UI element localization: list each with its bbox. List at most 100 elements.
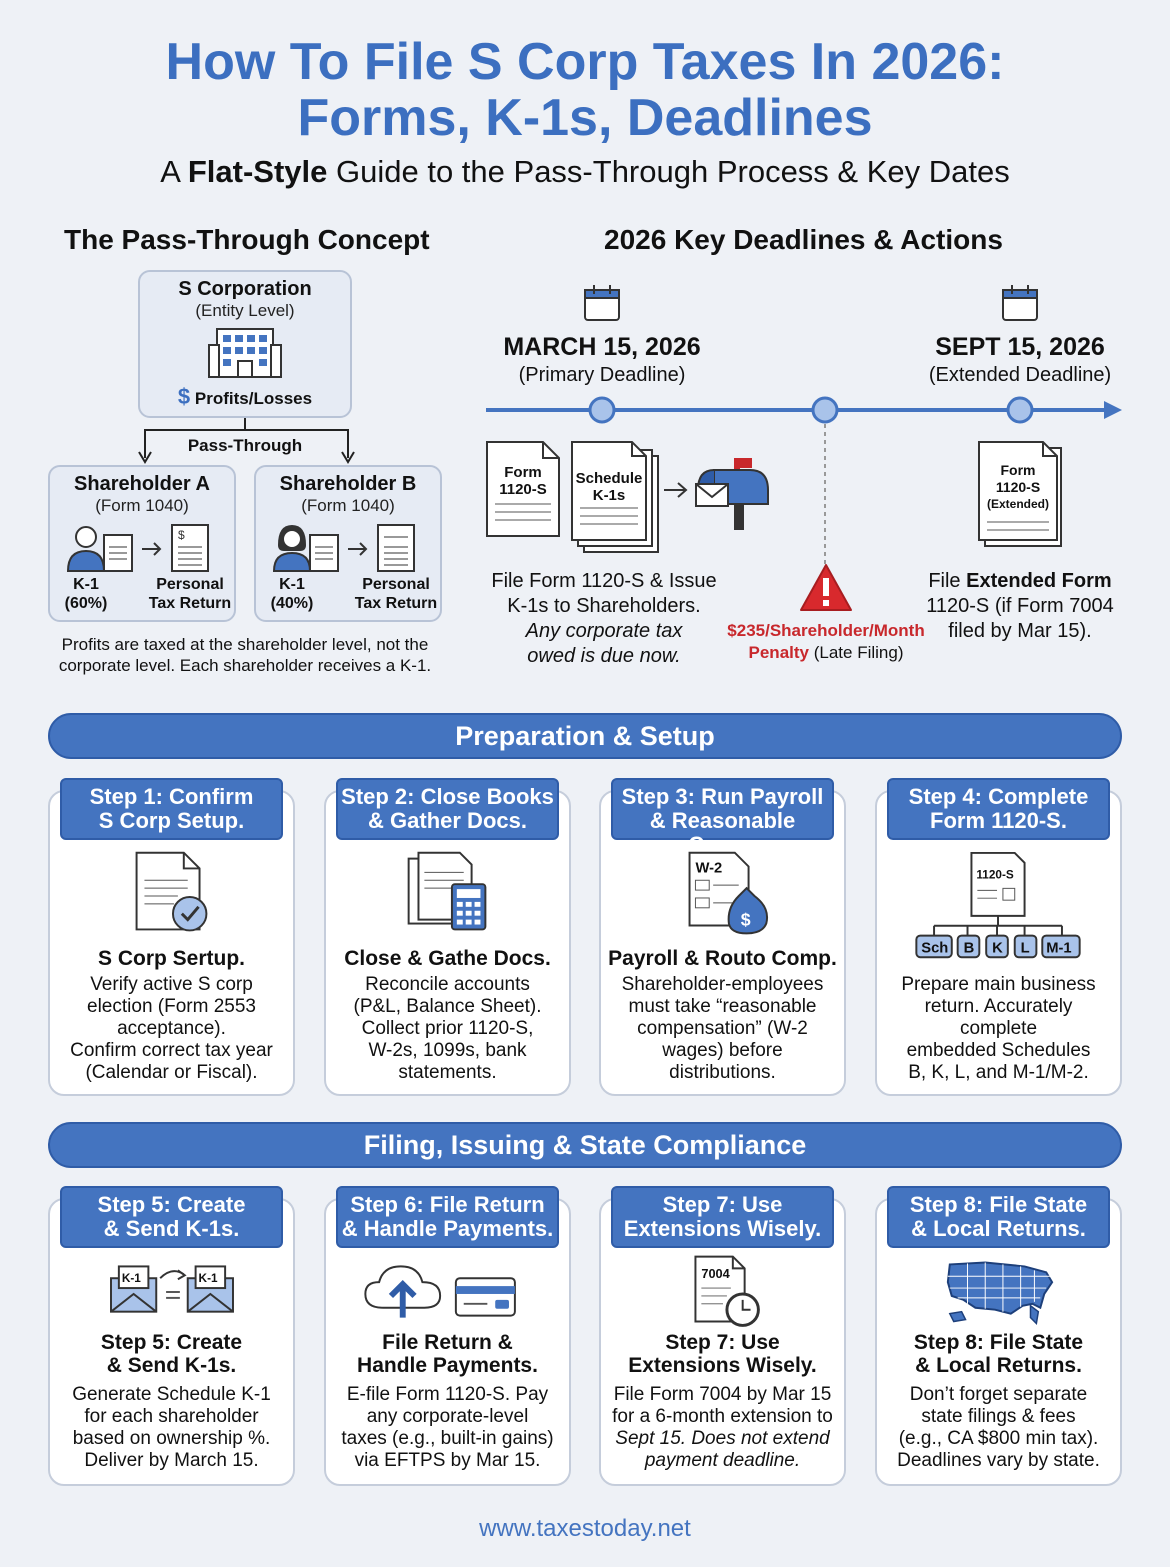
step-header-line1: Step 5: Create (97, 1192, 246, 1217)
form3-line3: (Extended) (986, 497, 1049, 511)
step-desc-line: Confirm correct tax year (70, 1040, 273, 1061)
footer-website-link[interactable]: www.taxestoday.net (479, 1515, 691, 1542)
document-check-icon (135, 851, 208, 932)
step-title: Step 5: Create& Send K-1s. (54, 1331, 289, 1377)
schedule-k1-stack-icon (571, 441, 659, 553)
warning-icon (800, 564, 852, 611)
penalty-amount: $235/Shareholder/Month (727, 621, 925, 640)
step-desc-line: embedded Schedules (906, 1040, 1091, 1061)
step-desc-line: Reconcile accounts (365, 974, 530, 995)
sept-action-line3: filed by Mar 15). (948, 620, 1092, 642)
step-desc-line: must take “reasonable (628, 996, 817, 1017)
form-1120s-extended-icon (978, 441, 1062, 547)
corp-profit-label: Profits/Losses (194, 389, 313, 408)
march-deadline-date: MARCH 15, 2026 (503, 333, 701, 361)
step-header-line2: & Send K-1s. (103, 1216, 240, 1241)
step-desc-line: Generate Schedule K-1 (72, 1384, 271, 1405)
caption-line2: corporate level. Each shareholder receiv… (58, 656, 432, 675)
w2-money-bag-icon: W-2 $ (688, 851, 769, 935)
shareholder-b-icons (272, 524, 415, 572)
documents-calculator-icon (407, 851, 487, 931)
shareholder-b-box: Shareholder B (Form 1040) K-1(40%) Perso… (254, 465, 442, 622)
step-card-header: Step 2: Close Books& Gather Docs. (336, 778, 559, 840)
step-header-line2: & Gather Docs. (368, 808, 527, 833)
step-title-line1: Step 5: Create (100, 1331, 243, 1354)
penalty-connector (824, 424, 826, 564)
arrow-right-icon (664, 482, 688, 498)
step-desc-line: Don’t forget separate (909, 1384, 1088, 1405)
step-header-line2: Extensions Wisely. (623, 1216, 822, 1241)
pass-through-caption: Profits are taxed at the shareholder lev… (40, 634, 450, 676)
timeline (486, 396, 1122, 424)
mailbox-icon (695, 458, 769, 530)
shareholder-a-pct: (60%) (64, 595, 108, 612)
pass-through-heading: The Pass-Through Concept (64, 224, 430, 255)
step-card-header: Step 3: Run Payroll& Reasonable Comp. (611, 778, 834, 857)
step-desc-line: E-file Form 1120-S. Pay (346, 1384, 549, 1405)
corp-title: S Corporation (178, 278, 312, 300)
shareholder-b-k1: K-1(40%) (264, 575, 320, 613)
step-title: Payroll & Routo Comp. (608, 947, 837, 970)
step-desc-line: wages) before (662, 1040, 783, 1061)
form-7004-text: 7004 (701, 1266, 730, 1281)
step-header-line1: Step 3: Run Payroll (621, 784, 824, 809)
step-desc-line: via EFTPS by Mar 15. (354, 1450, 541, 1471)
corp-profit-row: $ Profits/Losses (140, 384, 350, 410)
subtitle-bold: Flat-Style (187, 154, 328, 189)
shareholder-b-form: (Form 1040) (301, 496, 395, 515)
shareholder-b-ret1: Personal (362, 576, 430, 593)
step-desc-line: for a 6-month extension to (612, 1406, 833, 1427)
step-desc-line: any corporate-level (366, 1406, 529, 1427)
late-filing-penalty: $235/Shareholder/Month Penalty (Late Fil… (712, 620, 940, 664)
schedule-tag: B (964, 940, 975, 956)
subtitle-prefix: A (160, 154, 188, 189)
schedule-tag: K (992, 940, 1003, 956)
step-header-line1: Step 2: Close Books (341, 784, 554, 809)
step-title: Step 8: File State& Local Returns. (881, 1331, 1116, 1377)
sept-action-prefix: File (928, 570, 967, 592)
step-desc-line: Sept 15. Does not extend (615, 1428, 830, 1449)
corp-subtitle: (Entity Level) (195, 301, 295, 320)
step-card-header: Step 8: File State& Local Returns. (887, 1186, 1110, 1248)
step-desc-line: W-2s, 1099s, bank (368, 1040, 527, 1061)
step-desc-line: statements. (398, 1062, 497, 1083)
step-desc-line: Collect prior 1120-S, (361, 1018, 534, 1039)
schedule-tag: Sch (921, 940, 948, 956)
step-header-line2: & Reasonable Comp. (649, 808, 796, 857)
step-title-line1: Step 7: Use (665, 1331, 780, 1354)
step-desc-line: complete (959, 1018, 1038, 1039)
form3-line2: 1120-S (995, 479, 1041, 495)
step-title-line2: & Send K-1s. (106, 1354, 237, 1377)
step-header-line1: Step 8: File State (909, 1192, 1088, 1217)
form-1120s-icon (486, 441, 560, 537)
sept-deadline-sub: (Extended Deadline) (928, 364, 1112, 386)
step-desc-line: Verify active S corp (90, 974, 253, 995)
step-desc-line: Shareholder-employees (621, 974, 824, 995)
step-description: Reconcile accounts(P&L, Balance Sheet).C… (334, 974, 561, 1084)
section-bar-preparation: Preparation & Setup (48, 713, 1122, 759)
step-card-6: Step 6: File Return& Handle Payments. Fi… (324, 1186, 571, 1486)
step-desc-line: (Calendar or Fiscal). (85, 1062, 258, 1083)
step-desc-line: payment deadline. (644, 1450, 801, 1471)
march-action-line2: K-1s to Shareholders. (507, 595, 701, 617)
step-title-line1: Step 8: File State (913, 1331, 1084, 1354)
step-desc-line: election (Form 2553 (87, 996, 256, 1017)
shareholder-b-pct: (40%) (270, 595, 314, 612)
step-header-line1: Step 1: Confirm (89, 784, 254, 809)
section-bar-filing: Filing, Issuing & State Compliance (48, 1122, 1122, 1168)
step-header-line2: & Local Returns. (911, 1216, 1086, 1241)
step-header-line1: Step 7: Use (662, 1192, 783, 1217)
step-title: File Return &Handle Payments. (330, 1331, 565, 1377)
step-title: S Corp Sertup. (97, 947, 245, 970)
k1-text: K-1 (122, 1271, 141, 1285)
step-desc-line: File Form 7004 by Mar 15 (613, 1384, 832, 1405)
